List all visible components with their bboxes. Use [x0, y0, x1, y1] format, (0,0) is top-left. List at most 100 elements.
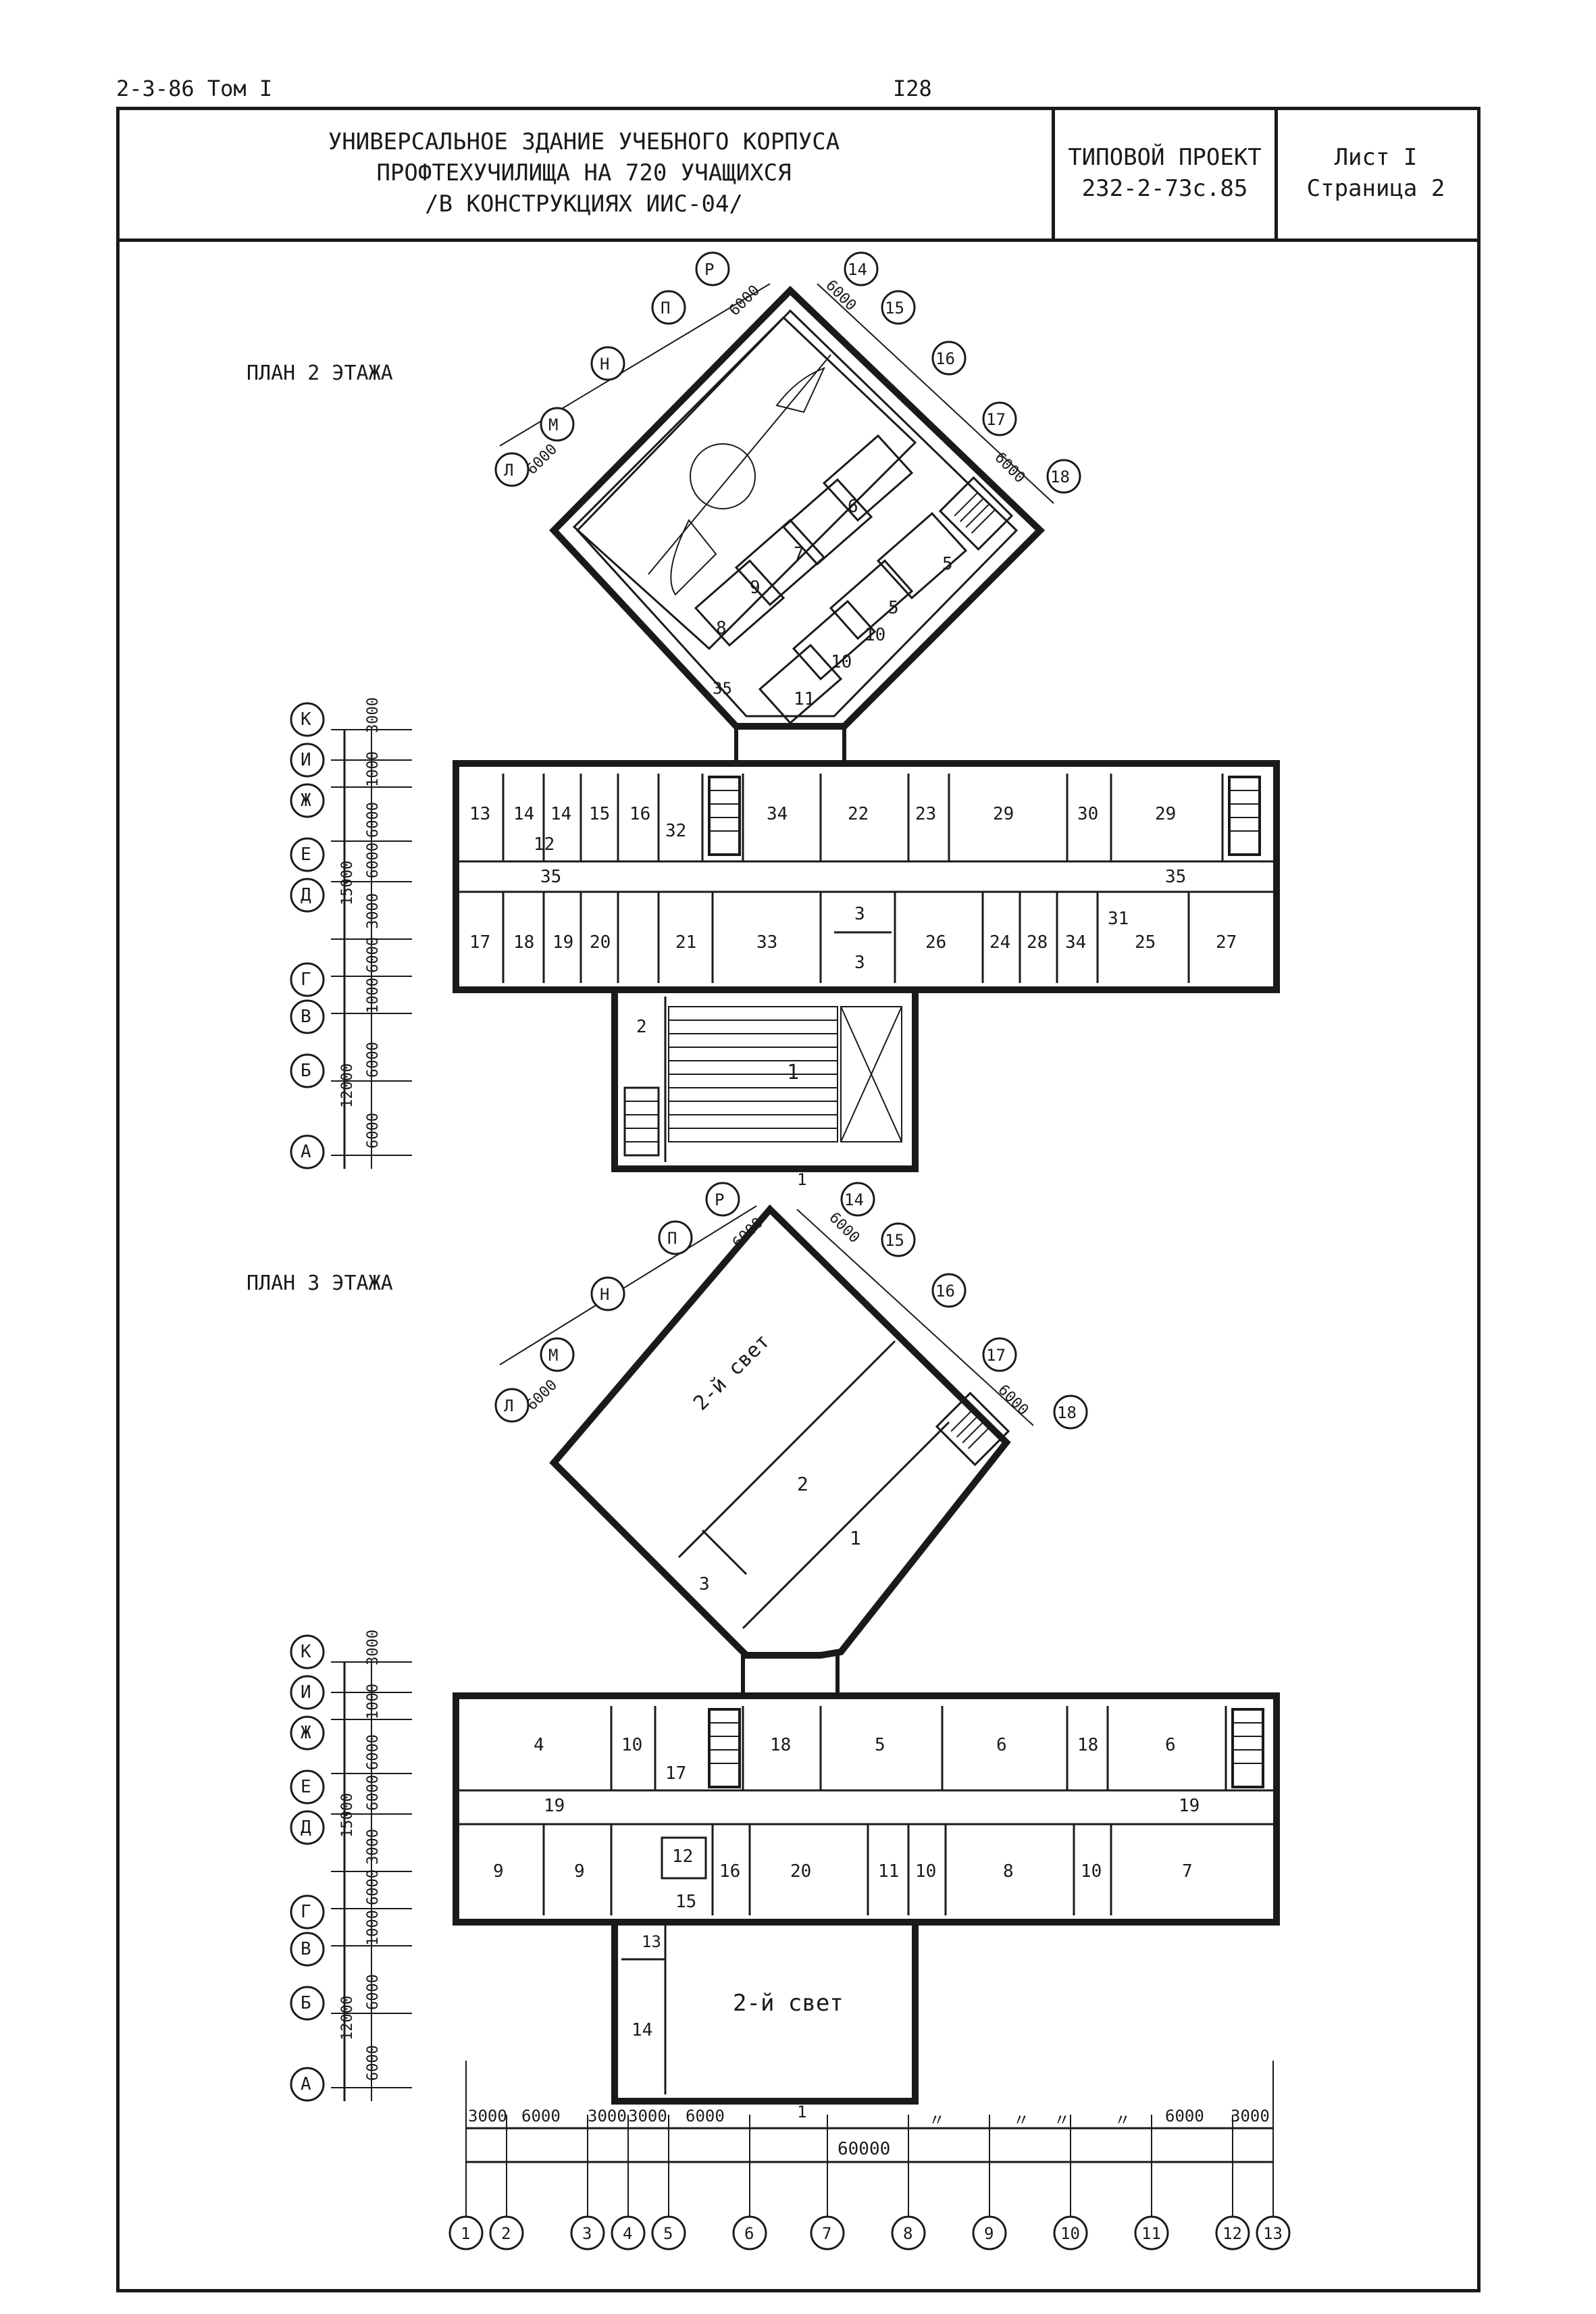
plan-3-room: 16 — [719, 1861, 741, 1882]
plan-2-corridor: 35 — [1165, 867, 1187, 887]
bottom-dim: 3000 — [588, 2107, 627, 2126]
plan-3-room: 9 — [493, 1861, 504, 1882]
bottom-axis-label: 7 — [822, 2224, 832, 2243]
plan-2-diag-axis: Р — [704, 260, 715, 279]
plan-3-row-axis: И — [301, 1682, 311, 1703]
plan-3-row-axis: Е — [301, 1777, 311, 1797]
bottom-axis-label: 2 — [501, 2224, 511, 2243]
plan-2-diag-axis: М — [548, 416, 559, 434]
plan-2-diag-axis: 14 — [848, 260, 867, 279]
plan-3-row-axis: Д — [301, 1817, 311, 1838]
bottom-axis-label: 10 — [1060, 2224, 1080, 2243]
plan-3-row-dim: 6000 — [365, 1734, 382, 1770]
bottom-axis-label: 8 — [903, 2224, 913, 2243]
plan-3-room: 5 — [875, 1735, 885, 1755]
plan-3-diag-axis: М — [548, 1346, 559, 1365]
plan-3-room: 20 — [790, 1861, 812, 1882]
plan-2-row-axis: Г — [301, 970, 311, 990]
plan-2-room: 25 — [1135, 932, 1156, 953]
plan-3-diag-axis: 15 — [885, 1231, 904, 1250]
bottom-dim: 6000 — [1165, 2107, 1204, 2126]
project-number: 232-2-73с.85 — [1081, 174, 1248, 202]
plan-3-row-axis: Б — [301, 1993, 311, 2013]
plan-2-room: 15 — [589, 804, 611, 824]
plan-2-room: 35 — [713, 679, 732, 698]
sheet-cell: Лист I Страница 2 — [1278, 107, 1474, 238]
plan-2-room: 27 — [1216, 932, 1237, 953]
bottom-axis-label: 13 — [1263, 2224, 1283, 2243]
bottom-axis-label: 3 — [582, 2224, 592, 2243]
bottom-dim: 6000 — [521, 2107, 561, 2126]
plan-3-row-dim: 1000 — [365, 1684, 382, 1719]
plan-2-room: 30 — [1077, 804, 1099, 824]
plan-3-room: 15 — [675, 1892, 697, 1912]
bottom-axis-label: 9 — [984, 2224, 994, 2243]
title-line-3: /В КОНСТРУКЦИЯХ ИИС-04/ — [425, 190, 743, 218]
plan-2-room: 5 — [942, 554, 953, 574]
plan-2-room: 8 — [716, 618, 727, 638]
plan-3-row-dim: 6000 — [365, 1869, 382, 1905]
title-cell: УНИВЕРСАЛЬНОЕ ЗДАНИЕ УЧЕБНОГО КОРПУСА ПР… — [116, 107, 1055, 238]
plan-2-row-axis: В — [301, 1007, 311, 1027]
plan-3-title: ПЛАН 3 ЭТАЖА — [247, 1272, 393, 1295]
plan-2-room: 20 — [590, 932, 611, 953]
plan-3-diag-axis: Р — [715, 1190, 725, 1209]
plan-2-row-axis: Е — [301, 845, 311, 865]
plan-2-room: 14 — [550, 804, 572, 824]
bottom-axis-label: 4 — [623, 2224, 633, 2243]
bottom-ditto: 〃 — [1114, 2111, 1131, 2130]
plan-3-row-axis: А — [301, 2074, 311, 2094]
bottom-ditto: 〃 — [929, 2111, 945, 2130]
plan-3-room: 18 — [770, 1735, 792, 1755]
plan-3-room: 1 — [850, 1527, 861, 1549]
bottom-axis-label: 6 — [744, 2224, 754, 2243]
plan-3-room: 4 — [534, 1735, 544, 1755]
plan-3-room: 7 — [1182, 1861, 1193, 1882]
plan-2-room: 17 — [469, 932, 491, 953]
plan-3-room: 12 — [672, 1846, 694, 1867]
plan-2-room: 3 — [854, 953, 865, 973]
plan-2-diag-axis: Н — [600, 355, 610, 374]
plan-2-room: 29 — [993, 804, 1014, 824]
page-number: I28 — [893, 76, 932, 101]
plan-2-room: 12 — [534, 834, 555, 855]
plan-2-room: 33 — [756, 932, 778, 953]
sheet-label: Лист I — [1334, 143, 1418, 171]
plan-2-row-axis: И — [301, 750, 311, 770]
plan-3-diag-axis: Л — [504, 1397, 514, 1415]
plan-2-room: 21 — [675, 932, 697, 953]
bottom-axis-label: 11 — [1141, 2224, 1161, 2243]
plan-2-room: 11 — [794, 689, 815, 709]
plan-2-title: ПЛАН 2 ЭТАЖА — [247, 361, 393, 385]
plan-2-room: 2 — [636, 1017, 647, 1037]
plan-3-diag-axis: 17 — [986, 1346, 1006, 1365]
plan-3-room: 14 — [632, 2020, 653, 2040]
plan-3-row-dim: 3000 — [365, 1630, 382, 1665]
plan-2-room: 3 — [854, 904, 865, 924]
plan-2-room: 23 — [915, 804, 937, 824]
plan-2-room: 22 — [848, 804, 869, 824]
plan-2-room: 10 — [865, 625, 886, 645]
project-label: ТИПОВОЙ ПРОЕКТ — [1068, 143, 1262, 171]
title-line-2: ПРОФТЕХУЧИЛИЩА НА 720 УЧАЩИХСЯ — [376, 159, 792, 186]
plan-3-room: 2 — [797, 1473, 808, 1495]
plan-2-room: 31 — [1108, 909, 1129, 929]
bottom-total-dim: 60000 — [838, 2139, 891, 2159]
page-label: Страница 2 — [1306, 174, 1445, 202]
title-block: УНИВЕРСАЛЬНОЕ ЗДАНИЕ УЧЕБНОГО КОРПУСА ПР… — [116, 107, 1481, 242]
plan-3-room: 10 — [915, 1861, 937, 1882]
bottom-axis-label: 5 — [663, 2224, 673, 2243]
plan-3-room: 10 — [621, 1735, 643, 1755]
plan-2-room: 18 — [513, 932, 535, 953]
plan-2-room: 19 — [552, 932, 574, 953]
plan-2-room: 16 — [629, 804, 651, 824]
plan-3-room: 10 — [1081, 1861, 1102, 1882]
plan-2-room: 10 — [831, 652, 852, 672]
plan-3-diag-axis: П — [667, 1229, 677, 1248]
plan-2-room: 32 — [665, 821, 687, 841]
plan-3-room: 9 — [574, 1861, 585, 1882]
plan-2-room: 1 — [787, 1061, 800, 1084]
plan-2-room: 14 — [513, 804, 535, 824]
plan-3-row-axis: К — [301, 1642, 311, 1662]
